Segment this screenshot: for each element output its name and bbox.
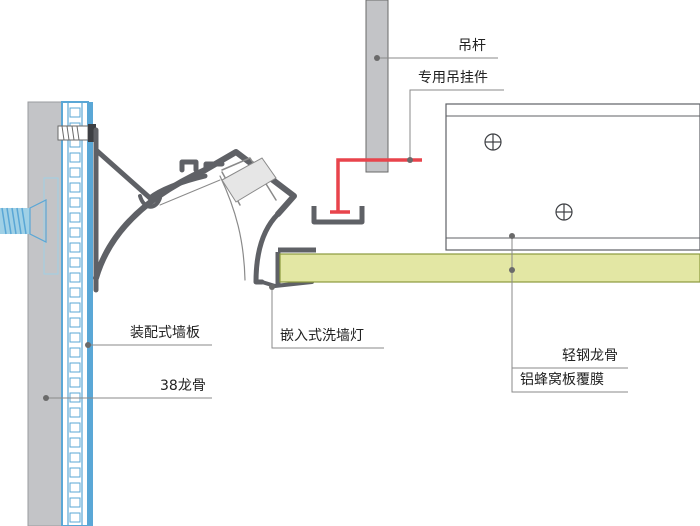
keel-rung [69, 227, 81, 238]
leader-hanger [409, 89, 504, 160]
keel-rung [69, 107, 81, 118]
leader-dot [509, 267, 515, 273]
keel-rung [69, 482, 81, 493]
label-rod: 吊杆 [458, 38, 486, 54]
hanging-rod [365, 0, 389, 173]
keel-rung [69, 347, 81, 358]
leader-dot [407, 157, 413, 163]
keel-rung [69, 452, 81, 463]
label-honeycomb: 铝蜂窝板覆膜 [520, 372, 604, 388]
expansion-bolt-icon [0, 199, 47, 243]
leader-wash-light [271, 287, 384, 349]
keel-rung [69, 422, 81, 433]
keel-rung [69, 407, 81, 418]
anchor-zone [43, 177, 59, 275]
bolt-hole-icon [555, 203, 573, 221]
keel-rung [69, 272, 81, 283]
leader-dot [269, 284, 275, 290]
keel-rung [69, 467, 81, 478]
keel-rung [69, 362, 81, 373]
keel-rung [69, 152, 81, 163]
label-wall-panel: 装配式墙板 [130, 325, 200, 341]
label-steel-keel: 轻钢龙骨 [562, 348, 618, 364]
keel-rung [69, 377, 81, 388]
light-diffuser [221, 157, 277, 203]
leader-honeycomb [511, 270, 628, 393]
concrete-wall [27, 101, 63, 526]
keel-rung [69, 332, 81, 343]
keel-rung [69, 197, 81, 208]
keel-rung [69, 242, 81, 253]
keel-rung [69, 182, 81, 193]
keel-rung [69, 497, 81, 508]
keel-rung [69, 257, 81, 268]
keel-rung [69, 512, 81, 523]
screw-icon [57, 124, 96, 142]
wall-wash-light [275, 206, 365, 285]
keel-rung [69, 437, 81, 448]
label-wash-light: 嵌入式洗墙灯 [280, 328, 364, 344]
leader-dot [509, 233, 515, 239]
light-steel-keel [445, 103, 700, 251]
label-hanger: 专用吊挂件 [418, 70, 488, 86]
leader-dot [85, 342, 91, 348]
keel-rung [69, 302, 81, 313]
honeycomb-panel [279, 253, 700, 283]
label-keel38: 38龙骨 [160, 378, 206, 394]
keel-rungs [69, 107, 81, 523]
keel-rung [69, 317, 81, 328]
bolt-hole-icon [484, 133, 502, 151]
hanger-bracket [330, 158, 422, 214]
keel-rung [69, 212, 81, 223]
keel-rung [69, 167, 81, 178]
keel-rung [69, 287, 81, 298]
leader-dot [374, 55, 380, 61]
leader-dot [43, 395, 49, 401]
